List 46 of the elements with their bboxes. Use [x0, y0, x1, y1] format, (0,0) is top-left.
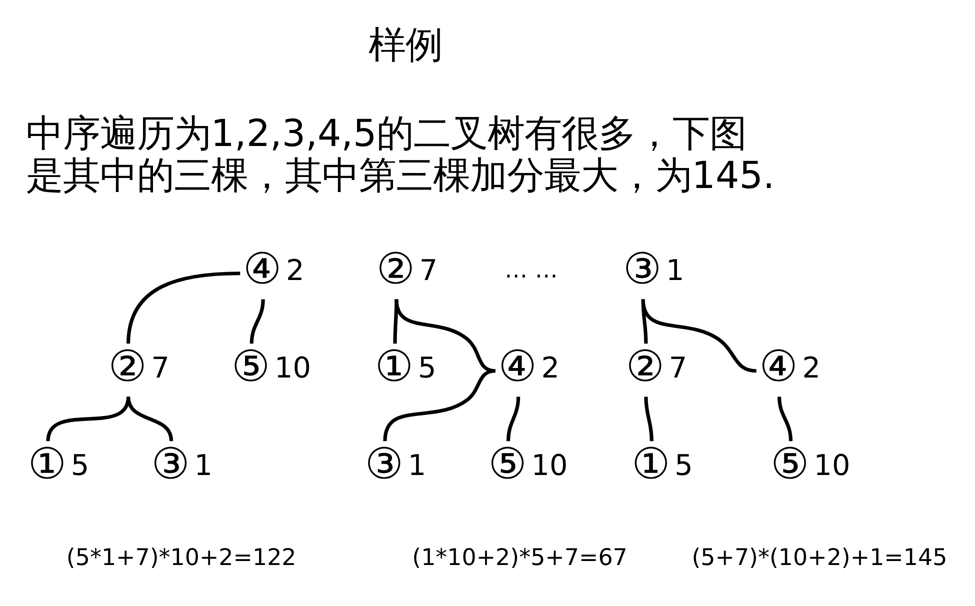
- node-text: ①: [28, 438, 66, 489]
- node-label: 2: [802, 350, 820, 384]
- node-label: 10: [274, 350, 312, 384]
- label: (1*10+2)*5+7=67: [412, 544, 628, 570]
- node-text: ①: [374, 341, 414, 392]
- node-label: 5: [418, 350, 436, 384]
- node-text: ②: [626, 341, 664, 392]
- node-label: 7: [419, 252, 438, 286]
- connector: [644, 396, 654, 441]
- node-text: ④: [243, 244, 282, 294]
- node-text: ③: [623, 244, 662, 294]
- node-label: 1: [194, 447, 212, 482]
- node-label: 7: [151, 350, 170, 384]
- label: (5+7)*(10+2)+1=145: [692, 544, 948, 570]
- connector: [394, 298, 496, 372]
- node-text: ②: [108, 341, 147, 392]
- connector: [393, 298, 398, 344]
- node-text: ③: [364, 438, 404, 489]
- node-text: ⑤: [232, 341, 270, 392]
- node-label: 1: [666, 252, 684, 286]
- node-text: ②: [376, 244, 415, 294]
- node-text: ③: [151, 438, 190, 489]
- label: 样例: [368, 22, 442, 66]
- connector: [506, 396, 520, 441]
- node-label: 1: [408, 447, 426, 482]
- node-label: 10: [814, 447, 850, 482]
- connector: [641, 298, 756, 372]
- connector: [778, 396, 793, 441]
- node-label: 5: [674, 447, 693, 482]
- label: … …: [504, 256, 558, 283]
- node-label: 2: [541, 350, 560, 384]
- node-text: ④: [498, 341, 537, 392]
- connector: [126, 271, 240, 344]
- node-text: ④: [759, 341, 798, 392]
- node-label: 7: [668, 350, 688, 384]
- connector: [126, 396, 174, 441]
- node-text: ⑤: [488, 438, 527, 489]
- node-label: 2: [286, 252, 304, 286]
- label: (5*1+7)*10+2=122: [66, 544, 296, 570]
- node-text: ⑤: [770, 438, 810, 489]
- connector: [383, 368, 496, 441]
- node-label: 10: [531, 447, 568, 482]
- node-text: ①: [632, 438, 670, 489]
- connector: [250, 298, 265, 344]
- label: 中序遍历为1,2,3,4,5的二叉树有很多，下图是其中的三棵，其中第三棵加分最大，为145.: [26, 110, 775, 196]
- node-label: 5: [70, 447, 90, 482]
